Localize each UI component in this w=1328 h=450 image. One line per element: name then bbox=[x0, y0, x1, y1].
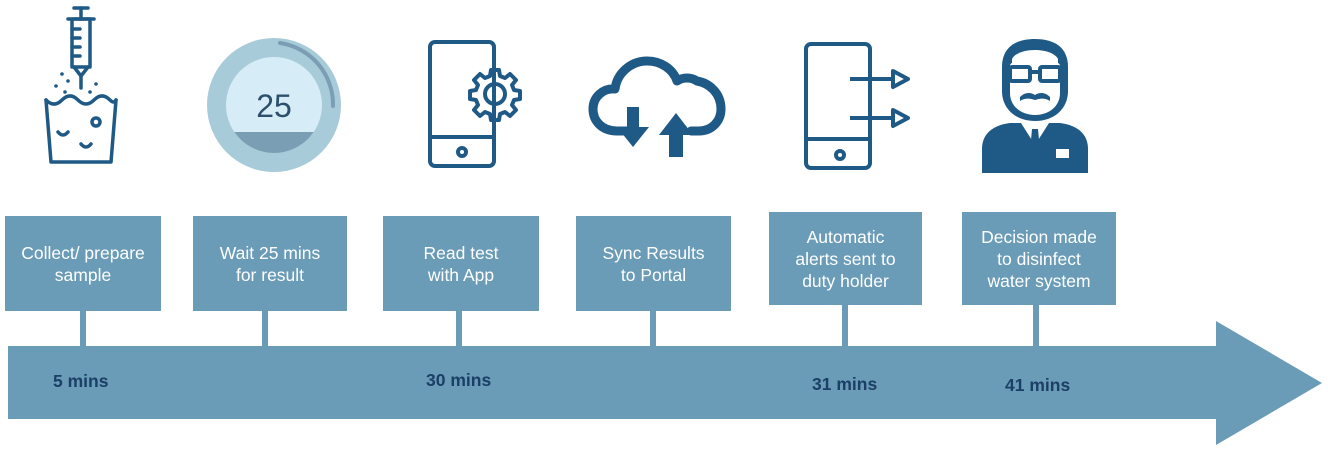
man-icon bbox=[976, 37, 1094, 173]
step-2-box: Wait 25 mins for result bbox=[193, 216, 347, 311]
step-6-label: Decision made to disinfect water system bbox=[981, 226, 1097, 291]
step-2-connector bbox=[262, 311, 268, 347]
step-3-connector bbox=[456, 311, 462, 347]
step-1-connector bbox=[80, 311, 86, 347]
step-3-box: Read test with App bbox=[383, 216, 539, 311]
step-5-time: 31 mins bbox=[812, 374, 878, 394]
step-1-box: Collect/ prepare sample bbox=[5, 216, 161, 311]
step-3-time: 30 mins bbox=[426, 370, 492, 390]
cloud-sync-icon bbox=[587, 55, 731, 159]
phone-alert-icon bbox=[803, 41, 915, 171]
syringe-water-icon bbox=[36, 4, 126, 168]
phone-gear-icon bbox=[427, 39, 531, 169]
step-1-label: Collect/ prepare sample bbox=[21, 242, 145, 285]
step-4-box: Sync Results to Portal bbox=[576, 216, 731, 311]
step-5-box: Automatic alerts sent to duty holder bbox=[769, 212, 922, 305]
step-6-connector bbox=[1033, 305, 1039, 347]
step-3-label: Read test with App bbox=[423, 242, 499, 285]
step-4-connector bbox=[650, 311, 656, 347]
step-6-time: 41 mins bbox=[1005, 375, 1071, 395]
step-1-time: 5 mins bbox=[53, 371, 109, 391]
step-5-connector bbox=[842, 305, 848, 347]
timer-icon: 25 bbox=[205, 36, 343, 174]
step-5-label: Automatic alerts sent to duty holder bbox=[795, 226, 896, 291]
step-4-label: Sync Results to Portal bbox=[602, 242, 705, 285]
step-6-box: Decision made to disinfect water system bbox=[962, 212, 1116, 305]
timer-value: 25 bbox=[256, 88, 292, 124]
step-2-label: Wait 25 mins for result bbox=[219, 242, 321, 285]
